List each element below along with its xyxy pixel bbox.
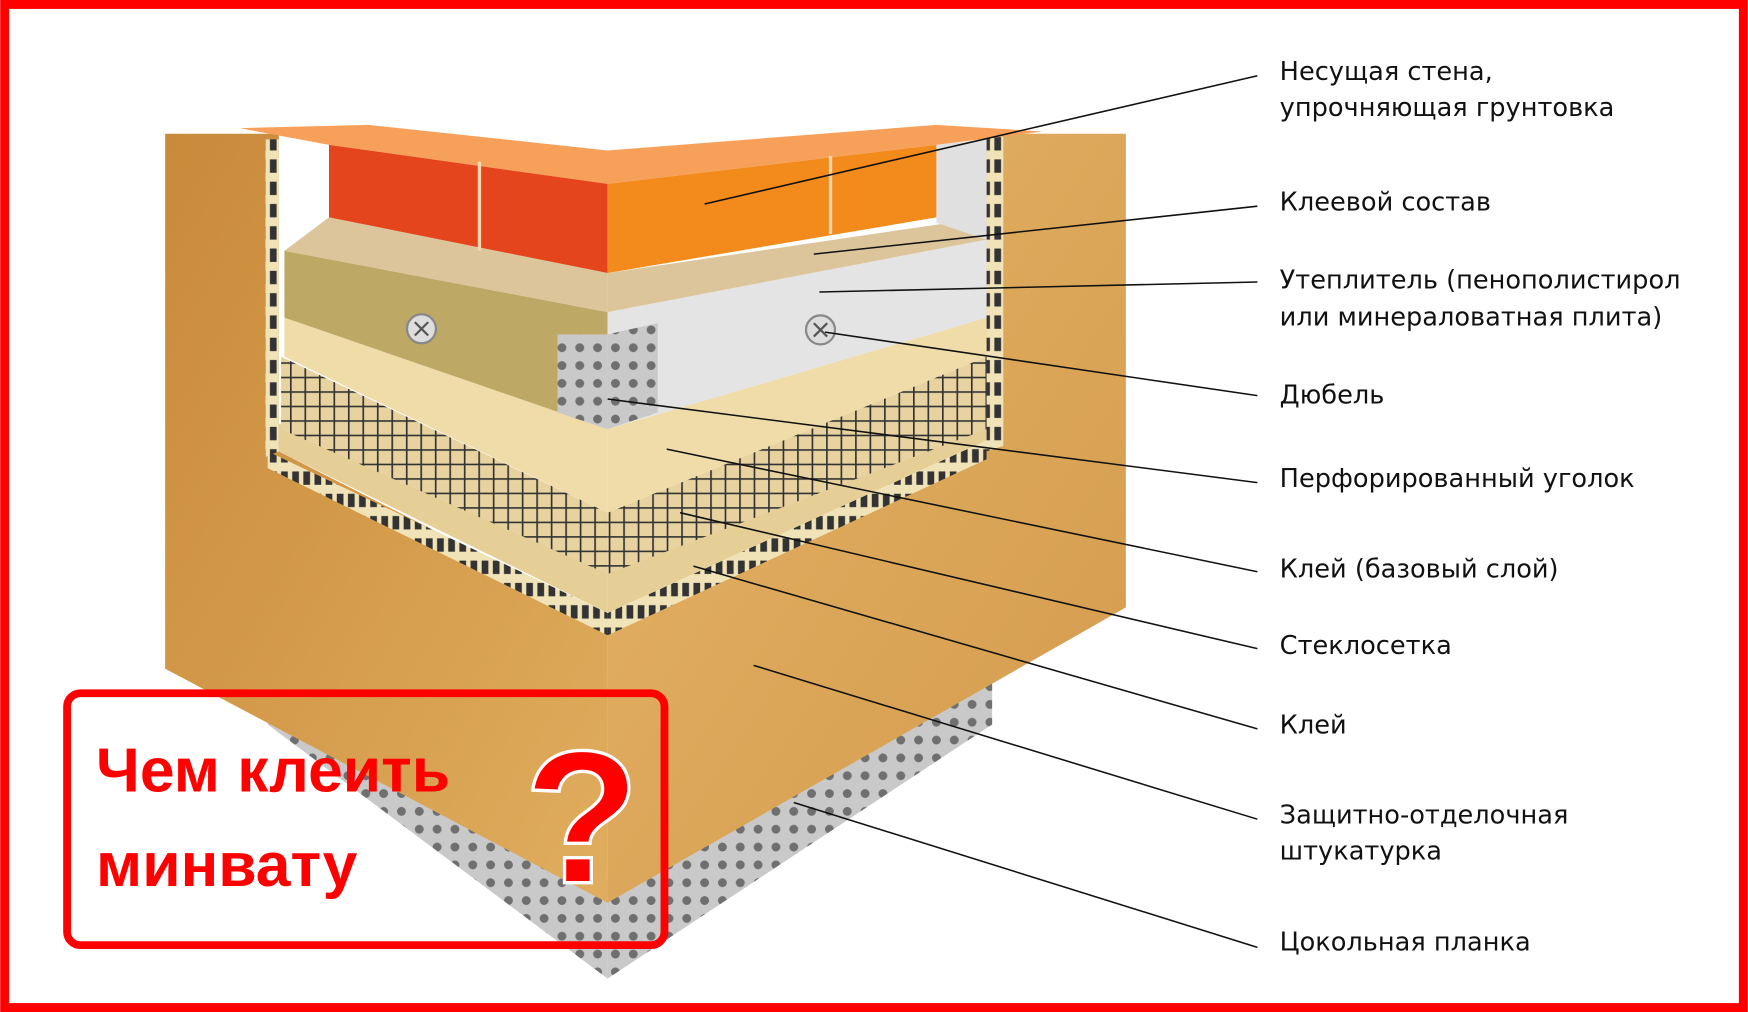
edge-bead-left bbox=[265, 139, 279, 457]
question-box bbox=[63, 689, 669, 950]
label-perforated-corner: Перфорированный уголок bbox=[1280, 464, 1635, 494]
polystyrene-right bbox=[607, 239, 987, 430]
dowel-icon bbox=[804, 314, 837, 346]
edge-bead-bottom-right bbox=[607, 440, 987, 636]
label-adhesive-compound: Клеевой состав bbox=[1280, 188, 1491, 218]
question-line-2: минвату bbox=[96, 831, 358, 900]
label-insulation-2: или минераловатная плита) bbox=[1280, 302, 1663, 332]
glue-right bbox=[607, 217, 987, 313]
question-line-1: Чем клеить bbox=[96, 736, 450, 805]
leader-lines bbox=[607, 75, 1258, 949]
label-glue: Клей bbox=[1280, 710, 1347, 740]
perforated-corner-left bbox=[557, 334, 608, 430]
label-glass-mesh: Стеклосетка bbox=[1280, 631, 1452, 661]
label-plaster-2: штукатурка bbox=[1280, 836, 1442, 866]
perforated-corner-right bbox=[607, 323, 658, 430]
label-plaster: Защитно-отделочная bbox=[1280, 801, 1569, 831]
adhesive-base-right bbox=[607, 417, 987, 613]
brick-top bbox=[239, 124, 1043, 184]
label-dowel: Дюбель bbox=[1280, 380, 1385, 410]
edge-bead-right bbox=[986, 133, 1004, 452]
label-base-adhesive: Клей (базовый слой) bbox=[1280, 554, 1559, 584]
brick-left-face bbox=[328, 144, 608, 274]
glue-left bbox=[284, 217, 608, 313]
base-adhesive-right bbox=[607, 317, 987, 513]
adhesive-base-left bbox=[278, 423, 608, 613]
polystyrene-edge bbox=[936, 139, 987, 240]
label-plinth-strip: Цокольная планка bbox=[1280, 928, 1531, 958]
edge-bead-bottom-left bbox=[267, 451, 608, 636]
glass-mesh-left bbox=[281, 356, 608, 574]
label-load-bearing-wall-2: упрочняющая грунтовка bbox=[1280, 93, 1615, 123]
dowel-icon bbox=[405, 313, 438, 345]
mineral-wool-left bbox=[284, 250, 608, 430]
label-load-bearing-wall: Несущая стена, bbox=[1280, 57, 1493, 87]
question-mark: ? bbox=[524, 712, 640, 924]
brick-right-face bbox=[607, 144, 937, 274]
base-adhesive-left bbox=[284, 317, 608, 513]
label-insulation: Утеплитель (пенополистирол bbox=[1280, 266, 1681, 296]
glass-mesh-right bbox=[607, 356, 987, 574]
